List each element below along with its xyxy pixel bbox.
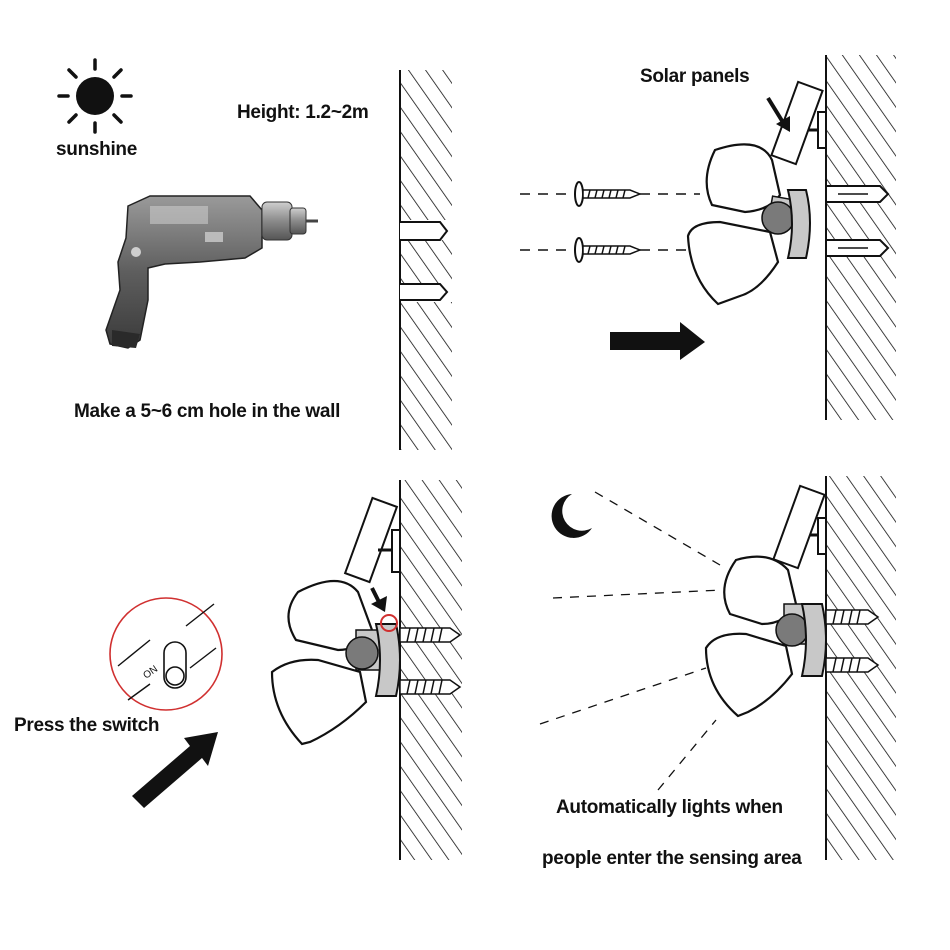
caption-line-1: Automatically lights when — [556, 797, 783, 818]
wall-left-bottom — [399, 480, 462, 860]
arrow-icon — [370, 587, 387, 612]
guide-lines — [520, 193, 700, 251]
height-label: Height: 1.2~2m — [237, 102, 369, 123]
moon-icon — [551, 494, 592, 538]
wall-with-hole — [399, 70, 452, 450]
hole-instruction: Make a 5~6 cm hole in the wall — [74, 401, 341, 422]
lamp-assembly — [686, 143, 811, 306]
sunshine-label: sunshine — [56, 139, 138, 160]
press-switch-label: Press the switch — [14, 715, 160, 736]
sun-icon — [57, 58, 133, 134]
wall-right-top — [825, 55, 896, 420]
arrow-icon — [132, 732, 218, 808]
arrow-icon — [610, 322, 705, 360]
screw-icon — [574, 237, 643, 263]
lamp-assembly — [704, 555, 827, 718]
solar-panels-label: Solar panels — [640, 66, 750, 87]
lamp-assembly — [270, 580, 401, 746]
screw-icon — [825, 609, 880, 673]
anchor-plugs — [825, 185, 890, 257]
solar-panel — [770, 80, 827, 166]
screw-icon — [574, 181, 643, 207]
drill-icon — [105, 195, 318, 349]
solar-panel — [772, 484, 827, 570]
screw-icon — [399, 627, 462, 695]
solar-panel — [343, 496, 401, 584]
sensing-beams — [539, 491, 723, 791]
arrow-icon — [766, 96, 790, 132]
caption-line-2: people enter the sensing area — [542, 848, 802, 869]
switch-icon: ON — [109, 597, 223, 711]
